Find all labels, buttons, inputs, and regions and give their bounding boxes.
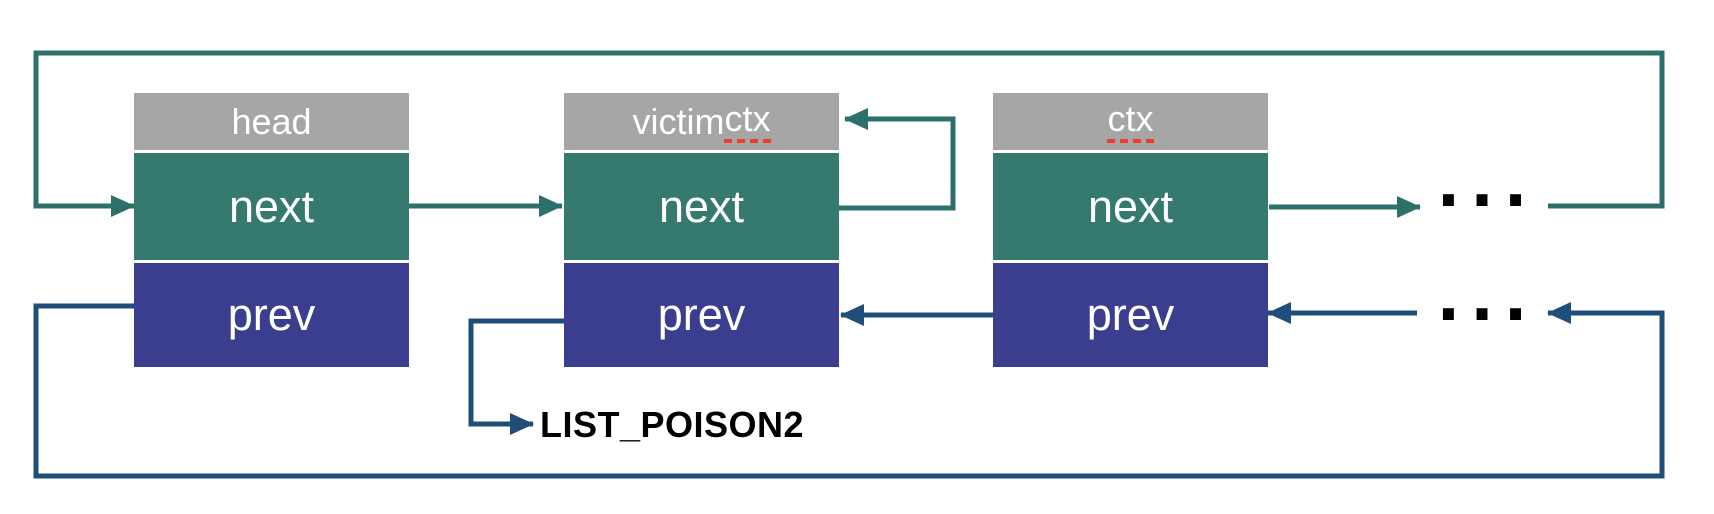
ellipsis-next-nodes: ... — [1436, 148, 1538, 221]
ellipsis-prev-nodes: ... — [1436, 262, 1538, 335]
node-victim-ctx-title-underlined: ctx — [724, 99, 771, 144]
node-ctx-prev-cell: prev — [993, 263, 1268, 367]
prev-field-label: prev — [227, 289, 316, 340]
node-victim-ctx-next-cell: next — [564, 153, 839, 260]
node-victim-ctx: victim ctx next prev — [564, 93, 839, 367]
next-field-label: next — [1087, 180, 1174, 232]
node-ctx-header: ctx — [993, 93, 1268, 150]
node-head-header: head — [134, 93, 409, 150]
node-head-next-cell: next — [134, 153, 409, 260]
node-victim-ctx-header: victim ctx — [564, 93, 839, 150]
prev-field-label: prev — [1086, 289, 1175, 340]
node-ctx-next-cell: next — [993, 153, 1268, 260]
prev-loop-arrow-head-to-last — [33, 302, 1665, 479]
node-ctx-title-underlined: ctx — [1107, 99, 1154, 144]
list-poison2-label: LIST_POISON2 — [540, 404, 805, 445]
prev-arrow-victim-to-poison — [468, 318, 564, 435]
prev-field-label: prev — [657, 289, 746, 340]
node-head-prev-cell: prev — [134, 263, 409, 367]
node-victim-ctx-prev-cell: prev — [564, 263, 839, 367]
node-head-title: head — [231, 100, 312, 142]
next-field-label: next — [228, 180, 315, 232]
next-arrow-victim-self-loop — [839, 108, 956, 211]
node-victim-ctx-title: victim — [632, 100, 725, 142]
next-field-label: next — [658, 180, 745, 232]
node-head: head next prev — [134, 93, 409, 367]
node-ctx: ctx next prev — [993, 93, 1268, 367]
next-loop-arrow-last-to-head — [33, 50, 1665, 217]
